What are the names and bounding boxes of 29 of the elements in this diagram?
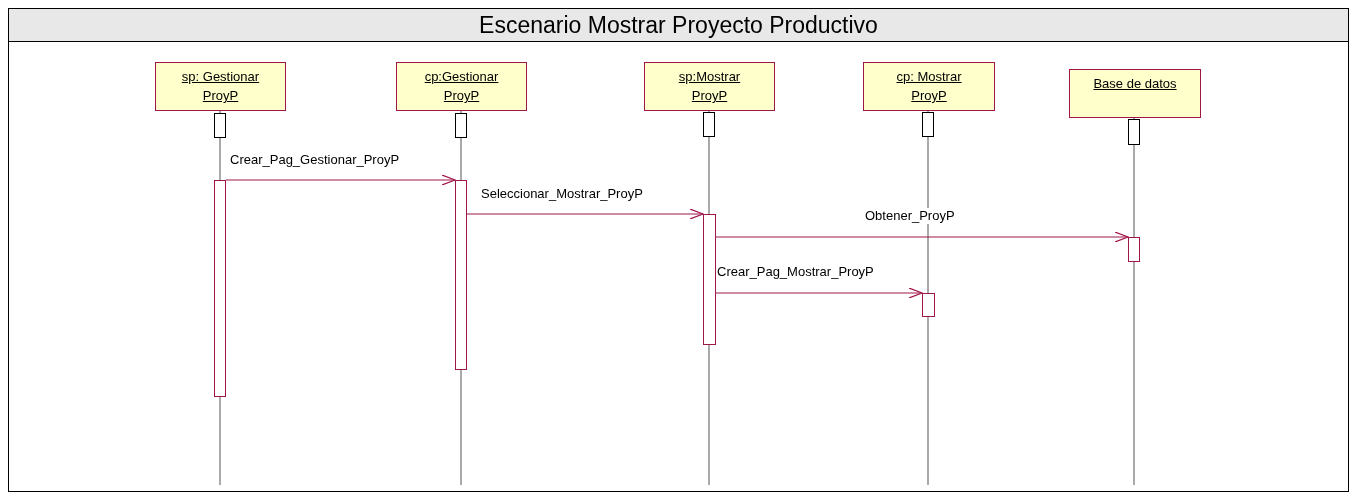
lifeline-head-bar xyxy=(1128,119,1140,145)
activation-bar xyxy=(922,293,935,317)
object-name: sp: Gestionar ProyP xyxy=(180,68,261,105)
activation-bar xyxy=(455,180,467,370)
object-name: sp:Mostrar ProyP xyxy=(677,68,742,105)
lifeline-head-bar xyxy=(922,112,934,137)
activation-bar xyxy=(214,180,226,397)
diagram-title: Escenario Mostrar Proyecto Productivo xyxy=(479,11,878,39)
message-label: Crear_Pag_Mostrar_ProyP xyxy=(717,264,874,280)
object-name: cp: Mostrar ProyP xyxy=(895,68,963,105)
message-arrow xyxy=(715,287,923,299)
object-box xyxy=(644,62,775,111)
message-label: Seleccionar_Mostrar_ProyP xyxy=(481,186,643,202)
object-name: Base de datos xyxy=(1092,75,1178,93)
object-box xyxy=(155,62,286,111)
message-arrow xyxy=(225,174,456,186)
lifeline-head-bar xyxy=(455,113,467,138)
object-name: cp:Gestionar ProyP xyxy=(423,68,500,105)
message-label: Obtener_ProyP xyxy=(865,208,955,224)
object-box xyxy=(863,62,995,111)
lifeline-head-bar xyxy=(214,113,226,138)
object-box xyxy=(1069,69,1201,118)
message-arrow xyxy=(466,208,704,220)
message-label: Crear_Pag_Gestionar_ProyP xyxy=(230,152,400,168)
lifeline-head-bar xyxy=(703,112,715,137)
object-box xyxy=(396,62,527,111)
activation-bar xyxy=(703,214,716,345)
activation-bar xyxy=(1128,237,1140,262)
message-arrow xyxy=(715,231,1129,243)
